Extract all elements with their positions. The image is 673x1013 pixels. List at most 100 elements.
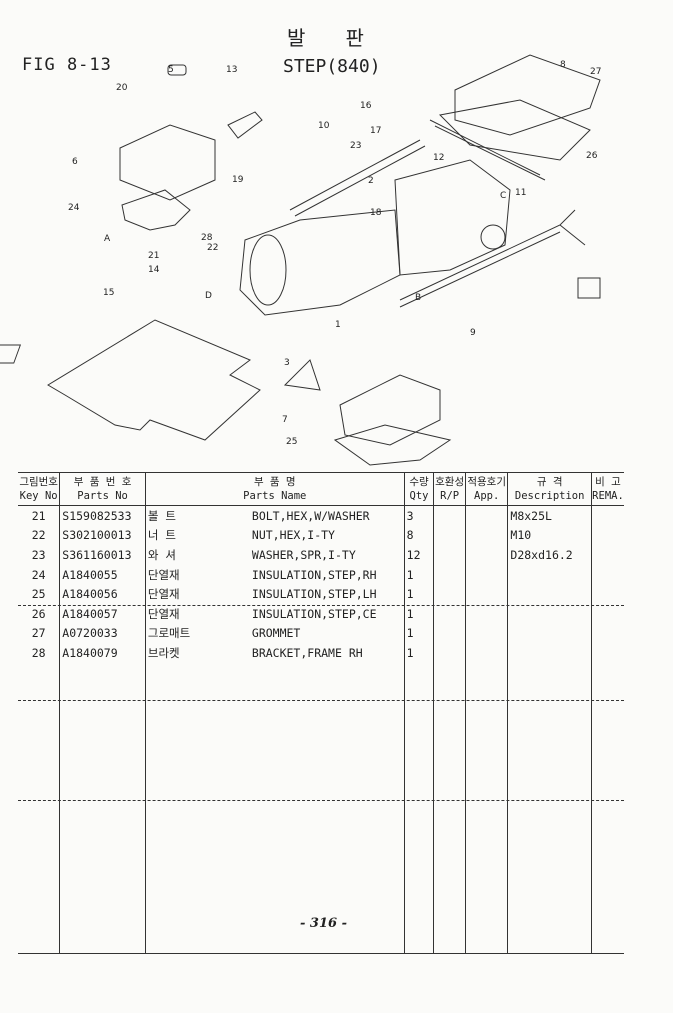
description: D28xd16.2 — [507, 545, 592, 565]
callout-label: 16 — [360, 101, 372, 111]
part-name-korean: 볼 트 — [147, 508, 176, 523]
app — [464, 623, 508, 644]
header-english: Description — [514, 490, 585, 502]
callout-label: 2 — [368, 176, 374, 186]
header-english: Parts Name — [243, 490, 307, 502]
rp — [433, 643, 466, 663]
part-name-english: WASHER,SPR,I-TY — [251, 547, 356, 562]
app — [464, 545, 508, 565]
callout-label: 27 — [590, 67, 601, 77]
key-no: 26 — [31, 606, 46, 621]
part-no: S361160013 — [59, 545, 146, 565]
step-bracket-lower — [227, 111, 601, 466]
part-name-english: INSULATION,STEP,CE — [251, 606, 377, 621]
remark — [590, 623, 624, 644]
remark — [590, 584, 624, 604]
callout-label: 15 — [103, 288, 114, 298]
key-no: 25 — [31, 587, 46, 602]
figure-number: FIG 8-13 — [22, 55, 112, 75]
description — [507, 603, 592, 624]
key-no: 21 — [31, 508, 46, 523]
empty-cell — [433, 662, 466, 954]
header-korean: 호환성 — [435, 476, 465, 488]
part-name: 볼 트 BOLT,HEX,W/WASHER — [144, 505, 405, 526]
description — [507, 643, 592, 663]
callout-label: B — [415, 293, 421, 303]
qty: 1 — [403, 584, 434, 604]
part-no: A1840055 — [59, 564, 146, 585]
callout-label: 3 — [284, 358, 290, 368]
frame-bars — [289, 119, 586, 308]
title-korean: 발 판 — [287, 26, 378, 50]
key-no: 24 — [31, 567, 46, 582]
rp — [433, 525, 466, 546]
table-row: 23 S361160013 와 셔 WASHER,SPR,I-TY 12 D28x… — [18, 545, 624, 565]
part-name: 단열재 INSULATION,STEP,CE — [144, 603, 405, 624]
callout-label: 9 — [470, 328, 476, 338]
empty-cell — [403, 662, 434, 954]
callout-label: 19 — [232, 175, 244, 185]
app — [464, 564, 508, 585]
callout-label: 1 — [335, 320, 341, 330]
part-name-korean: 브라켓 — [147, 645, 180, 660]
page-number: - 316 - — [300, 916, 347, 931]
part-name-english: BRACKET,FRAME RH — [251, 645, 363, 660]
remark — [590, 545, 624, 565]
callout-label: 12 — [433, 153, 444, 163]
part-name-korean: 단열재 — [147, 606, 180, 621]
header-english: R/P — [440, 490, 460, 502]
remark — [590, 505, 624, 526]
section-divider — [18, 700, 624, 701]
part-name-korean: 그로매트 — [147, 626, 191, 641]
part-name-korean: 단열재 — [147, 587, 180, 602]
callout-label: 21 — [148, 251, 159, 261]
header-english: REMA. — [592, 490, 624, 502]
qty: 12 — [403, 545, 434, 565]
callout-label: 17 — [370, 126, 381, 136]
part-no: A1840056 — [59, 584, 146, 604]
rp — [433, 623, 466, 644]
part-name-korean: 단열재 — [147, 567, 180, 582]
empty-cell — [507, 662, 592, 954]
part-name-korean: 와 셔 — [147, 547, 176, 562]
part-no: S159082533 — [59, 505, 146, 526]
part-name: 단열재 INSULATION,STEP,RH — [144, 564, 405, 585]
callout-label: 11 — [515, 188, 526, 198]
part-name-english: INSULATION,STEP,RH — [251, 567, 377, 582]
remark — [590, 564, 624, 585]
key-no: 27 — [31, 626, 46, 641]
rp — [433, 584, 466, 604]
key-no: 23 — [31, 547, 46, 562]
callout-label: 25 — [286, 437, 297, 447]
description — [507, 564, 592, 585]
part-name-english: BOLT,HEX,W/WASHER — [251, 508, 370, 523]
empty-cell — [59, 662, 146, 954]
remark — [590, 643, 624, 663]
callout-label: 20 — [116, 83, 128, 93]
part-name-english: NUT,HEX,I-TY — [251, 528, 335, 543]
app — [464, 603, 508, 624]
header-korean: 규 격 — [536, 476, 563, 488]
part-name: 와 셔 WASHER,SPR,I-TY — [144, 545, 405, 565]
callout-label: 23 — [350, 141, 361, 151]
section-divider — [18, 800, 624, 801]
rp — [433, 564, 466, 585]
step-plate-right — [438, 54, 601, 161]
header-korean: 적용호기 — [467, 476, 506, 488]
rp — [433, 545, 466, 565]
header-english: Parts No — [77, 490, 128, 502]
app — [464, 525, 508, 546]
